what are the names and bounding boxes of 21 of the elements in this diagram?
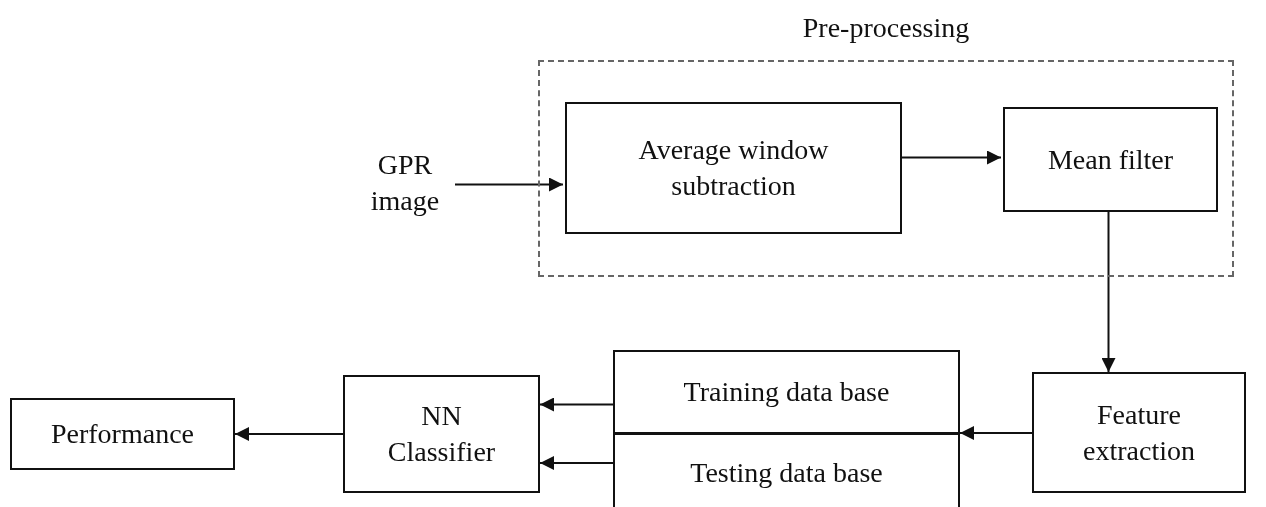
arrow bbox=[959, 426, 1033, 440]
box-label: Performance bbox=[50, 417, 194, 451]
box-label: Feature extraction bbox=[1082, 397, 1196, 468]
box-label: NN Classifier bbox=[386, 399, 497, 469]
process-box bbox=[1003, 107, 1218, 212]
input-label: GPR image bbox=[369, 147, 441, 218]
box-label: Testing data base bbox=[690, 456, 883, 490]
box-label: Training data base bbox=[683, 375, 890, 409]
arrow bbox=[234, 427, 344, 441]
process-box bbox=[1032, 372, 1246, 493]
box-label: Mean filter bbox=[1047, 142, 1174, 177]
arrow bbox=[539, 397, 614, 412]
process-box bbox=[613, 433, 960, 507]
process-box bbox=[10, 398, 235, 470]
arrow bbox=[539, 456, 614, 470]
process-box bbox=[565, 102, 902, 234]
box-label: Average window subtraction bbox=[637, 133, 830, 203]
process-box bbox=[343, 375, 540, 493]
process-box bbox=[613, 350, 960, 434]
group-heading: Pre-processing bbox=[801, 11, 971, 45]
arrow bbox=[454, 177, 564, 192]
